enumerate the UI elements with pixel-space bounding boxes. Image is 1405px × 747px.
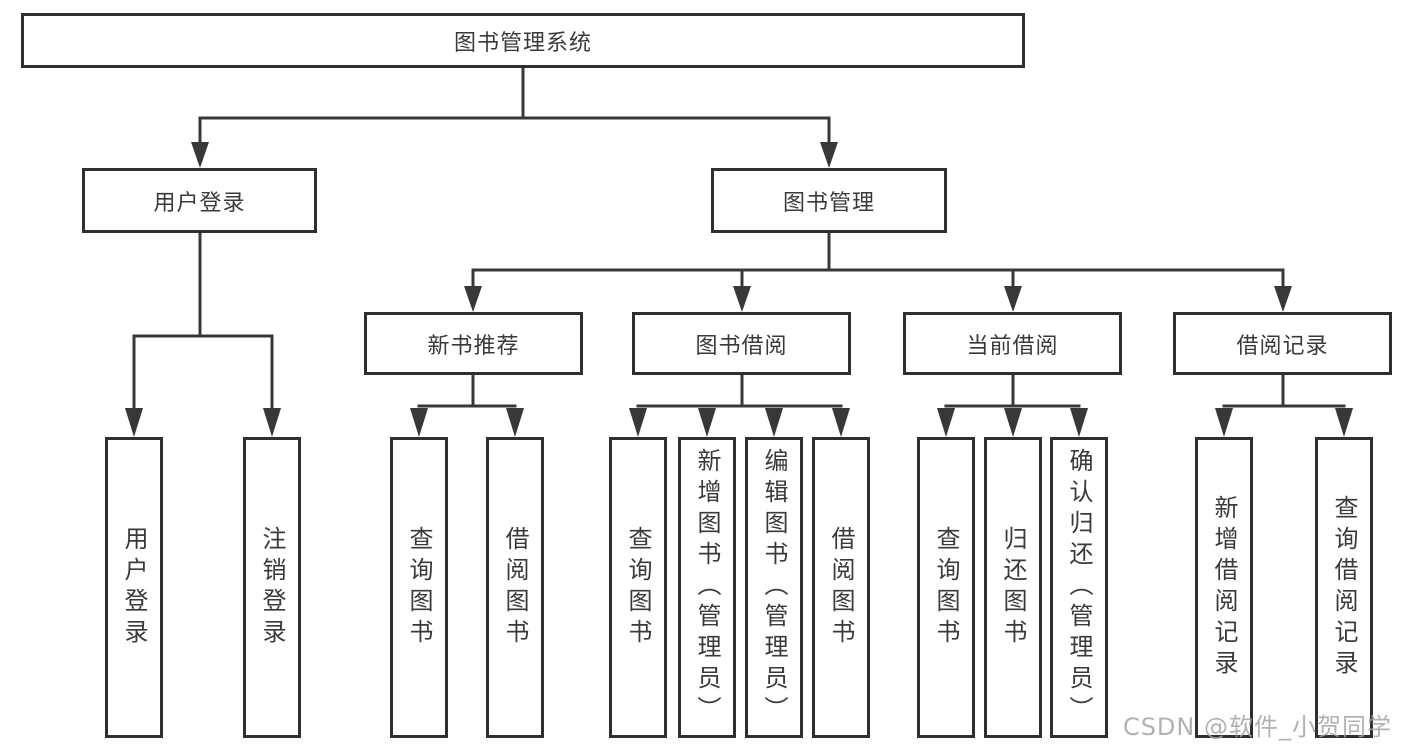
node-current-borrow-label: 当前借阅 <box>966 333 1059 359</box>
leaf-query-books-borrow: 查询图书 <box>609 437 667 738</box>
leaf-user-login-label: 用户登录 <box>120 525 148 650</box>
leaf-add-borrow-record-label: 新增借阅记录 <box>1210 494 1238 681</box>
leaf-query-books-recommend: 查询图书 <box>390 437 448 738</box>
node-book-borrow: 图书借阅 <box>632 312 851 375</box>
leaf-query-borrow-record: 查询借阅记录 <box>1315 437 1373 738</box>
node-new-book-recommend-label: 新书推荐 <box>427 333 520 359</box>
leaf-logout-label: 注销登录 <box>258 525 286 650</box>
watermark: CSDN @软件_小贺同学 <box>1122 713 1392 741</box>
node-borrow-records: 借阅记录 <box>1173 312 1392 375</box>
leaf-borrow-books-recommend-label: 借阅图书 <box>501 525 529 650</box>
leaf-add-book-admin-label: 新增图书（管理员） <box>693 448 721 727</box>
leaf-query-books-current: 查询图书 <box>917 437 975 738</box>
leaf-add-book-admin: 新增图书（管理员） <box>678 437 736 738</box>
node-user-login-label: 用户登录 <box>153 190 246 216</box>
leaf-query-books-recommend-label: 查询图书 <box>405 525 433 650</box>
node-current-borrow: 当前借阅 <box>903 312 1122 375</box>
leaf-borrow-books: 借阅图书 <box>812 437 870 738</box>
leaf-return-books-label: 归还图书 <box>999 525 1027 650</box>
node-book-management-label: 图书管理 <box>782 190 875 216</box>
leaf-add-borrow-record: 新增借阅记录 <box>1195 437 1253 738</box>
leaf-logout: 注销登录 <box>243 437 301 738</box>
node-borrow-records-label: 借阅记录 <box>1236 333 1329 359</box>
node-book-borrow-label: 图书借阅 <box>695 333 788 359</box>
leaf-return-books: 归还图书 <box>984 437 1042 738</box>
leaf-edit-book-admin: 编辑图书（管理员） <box>745 437 803 738</box>
leaf-query-books-current-label: 查询图书 <box>932 525 960 650</box>
leaf-confirm-return-admin: 确认归还（管理员） <box>1050 437 1108 738</box>
leaf-query-borrow-record-label: 查询借阅记录 <box>1330 494 1358 681</box>
leaf-user-login: 用户登录 <box>105 437 163 738</box>
node-user-login: 用户登录 <box>82 168 317 233</box>
node-root-label: 图书管理系统 <box>453 30 592 56</box>
leaf-borrow-books-recommend: 借阅图书 <box>486 437 544 738</box>
leaf-edit-book-admin-label: 编辑图书（管理员） <box>760 448 788 727</box>
leaf-borrow-books-label: 借阅图书 <box>827 525 855 650</box>
leaf-confirm-return-admin-label: 确认归还（管理员） <box>1065 448 1093 727</box>
node-root: 图书管理系统 <box>21 13 1025 68</box>
node-book-management: 图书管理 <box>711 168 947 233</box>
node-new-book-recommend: 新书推荐 <box>364 312 583 375</box>
leaf-query-books-borrow-label: 查询图书 <box>624 525 652 650</box>
